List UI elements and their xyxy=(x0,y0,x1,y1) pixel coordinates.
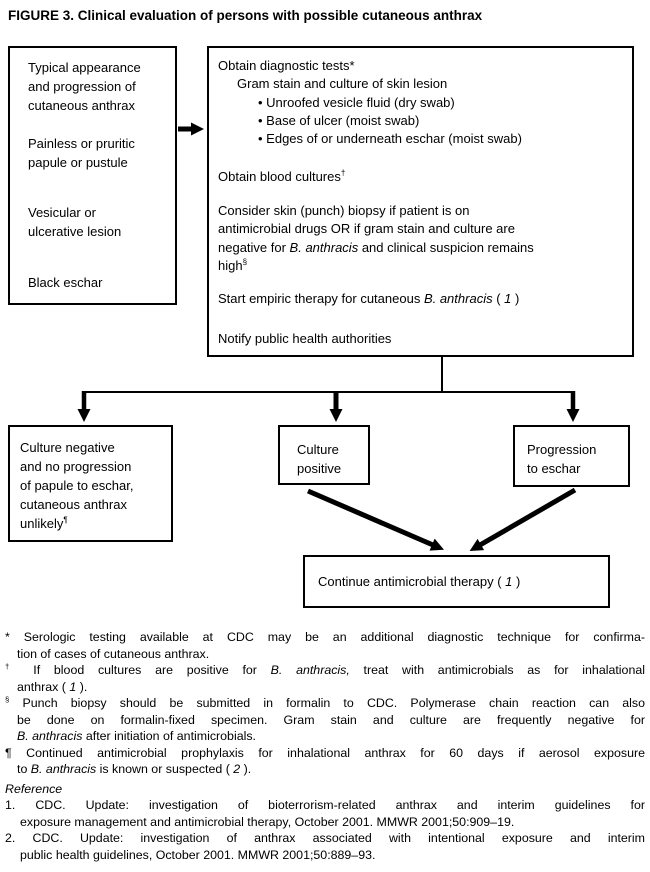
footnote: § Punch biopsy should be submitted in fo… xyxy=(5,694,645,710)
text-line: negative for B. anthracis and clinical s… xyxy=(218,239,534,255)
text-line: and progression of xyxy=(28,79,136,94)
blood-cultures-line: Obtain blood cultures† xyxy=(218,168,346,184)
symptom-eschar: Black eschar xyxy=(28,273,102,292)
bullet-item: • Unroofed vesicle fluid (dry swab) xyxy=(258,94,455,110)
reference-item: public health guidelines, October 2001. … xyxy=(20,847,376,862)
action-box: Obtain diagnostic tests* Gram stain and … xyxy=(207,46,634,357)
text-line: cutaneous anthrax xyxy=(20,497,127,512)
biopsy-block: Consider skin (punch) biopsy if patient … xyxy=(218,202,534,275)
footnotes-section: * Serologic testing available at CDC may… xyxy=(5,629,645,863)
text-line: Continue antimicrobial therapy ( 1 ) xyxy=(318,574,521,589)
footnote: tion of cases of cutaneous anthrax. xyxy=(17,646,210,661)
text-line: Gram stain and culture of skin lesion xyxy=(237,76,448,92)
outcome-negative-box: Culture negative and no progression of p… xyxy=(8,425,173,542)
symptom-vesicular: Vesicular or ulcerative lesion xyxy=(28,203,121,241)
text-line: cutaneous anthrax xyxy=(28,98,135,113)
footnote: † If blood cultures are positive for B. … xyxy=(5,661,645,677)
symptom-papule: Painless or pruritic papule or pustule xyxy=(28,134,135,172)
empiric-therapy-line: Start empiric therapy for cutaneous B. a… xyxy=(218,291,520,306)
progression-eschar-box: Progression to eschar xyxy=(513,425,630,487)
text-line: and no progression xyxy=(20,459,132,474)
text-line: to eschar xyxy=(527,461,581,476)
arrow-progression-to-continue xyxy=(469,487,577,552)
text-line: antimicrobial drugs OR if gram stain and… xyxy=(218,221,515,237)
text-line: papule or pustule xyxy=(28,155,128,170)
text-line: high§ xyxy=(218,257,248,273)
text-line: Black eschar xyxy=(28,275,103,290)
culture-positive-box: Culture positive xyxy=(278,425,370,485)
text-line: Painless or pruritic xyxy=(28,136,135,151)
bullet-item: • Edges of or underneath eschar (moist s… xyxy=(258,131,522,147)
text-line: ulcerative lesion xyxy=(28,224,122,239)
text-line: unlikely¶ xyxy=(20,515,68,531)
symptom-progression: Typical appearance and progression of cu… xyxy=(28,58,141,115)
arrow-positive-to-continue xyxy=(307,488,445,551)
footnote: anthrax ( 1 ). xyxy=(17,679,88,694)
figure-title: FIGURE 3. Clinical evaluation of persons… xyxy=(8,8,483,23)
reference-item: 2. CDC. Update: investigation of anthrax… xyxy=(5,831,645,845)
text-line: positive xyxy=(297,461,342,476)
text-line: Typical appearance xyxy=(28,60,141,75)
text-line: of papule to eschar, xyxy=(20,478,134,493)
notify-line: Notify public health authorities xyxy=(218,331,392,346)
footnote: to B. anthracis is known or suspected ( … xyxy=(17,762,252,776)
text-line: Progression xyxy=(527,442,597,457)
symptom-box: Typical appearance and progression of cu… xyxy=(8,46,177,305)
reference-item: 1. CDC. Update: investigation of bioterr… xyxy=(5,798,645,812)
continue-therapy-box: Continue antimicrobial therapy ( 1 ) xyxy=(303,555,610,608)
text-line: Obtain diagnostic tests* xyxy=(218,58,355,73)
text-line: Consider skin (punch) biopsy if patient … xyxy=(218,203,470,218)
footnote: be done on formalin-fixed specimen. Gram… xyxy=(17,712,645,727)
bullet-item: • Base of ulcer (moist swab) xyxy=(258,112,420,128)
footnote: * Serologic testing available at CDC may… xyxy=(5,630,645,644)
text-line: Culture xyxy=(297,442,339,457)
text-line: Culture negative xyxy=(20,440,115,455)
text-line: Vesicular or xyxy=(28,205,96,220)
footnote: ¶ Continued antimicrobial prophylaxis fo… xyxy=(5,745,645,760)
reference-heading: Reference xyxy=(5,781,63,796)
footnote: B. anthracis after initiation of antimic… xyxy=(17,729,256,743)
diagnostic-tests-block: Obtain diagnostic tests* Gram stain and … xyxy=(218,57,522,148)
reference-item: exposure management and antimicrobial th… xyxy=(20,814,515,829)
